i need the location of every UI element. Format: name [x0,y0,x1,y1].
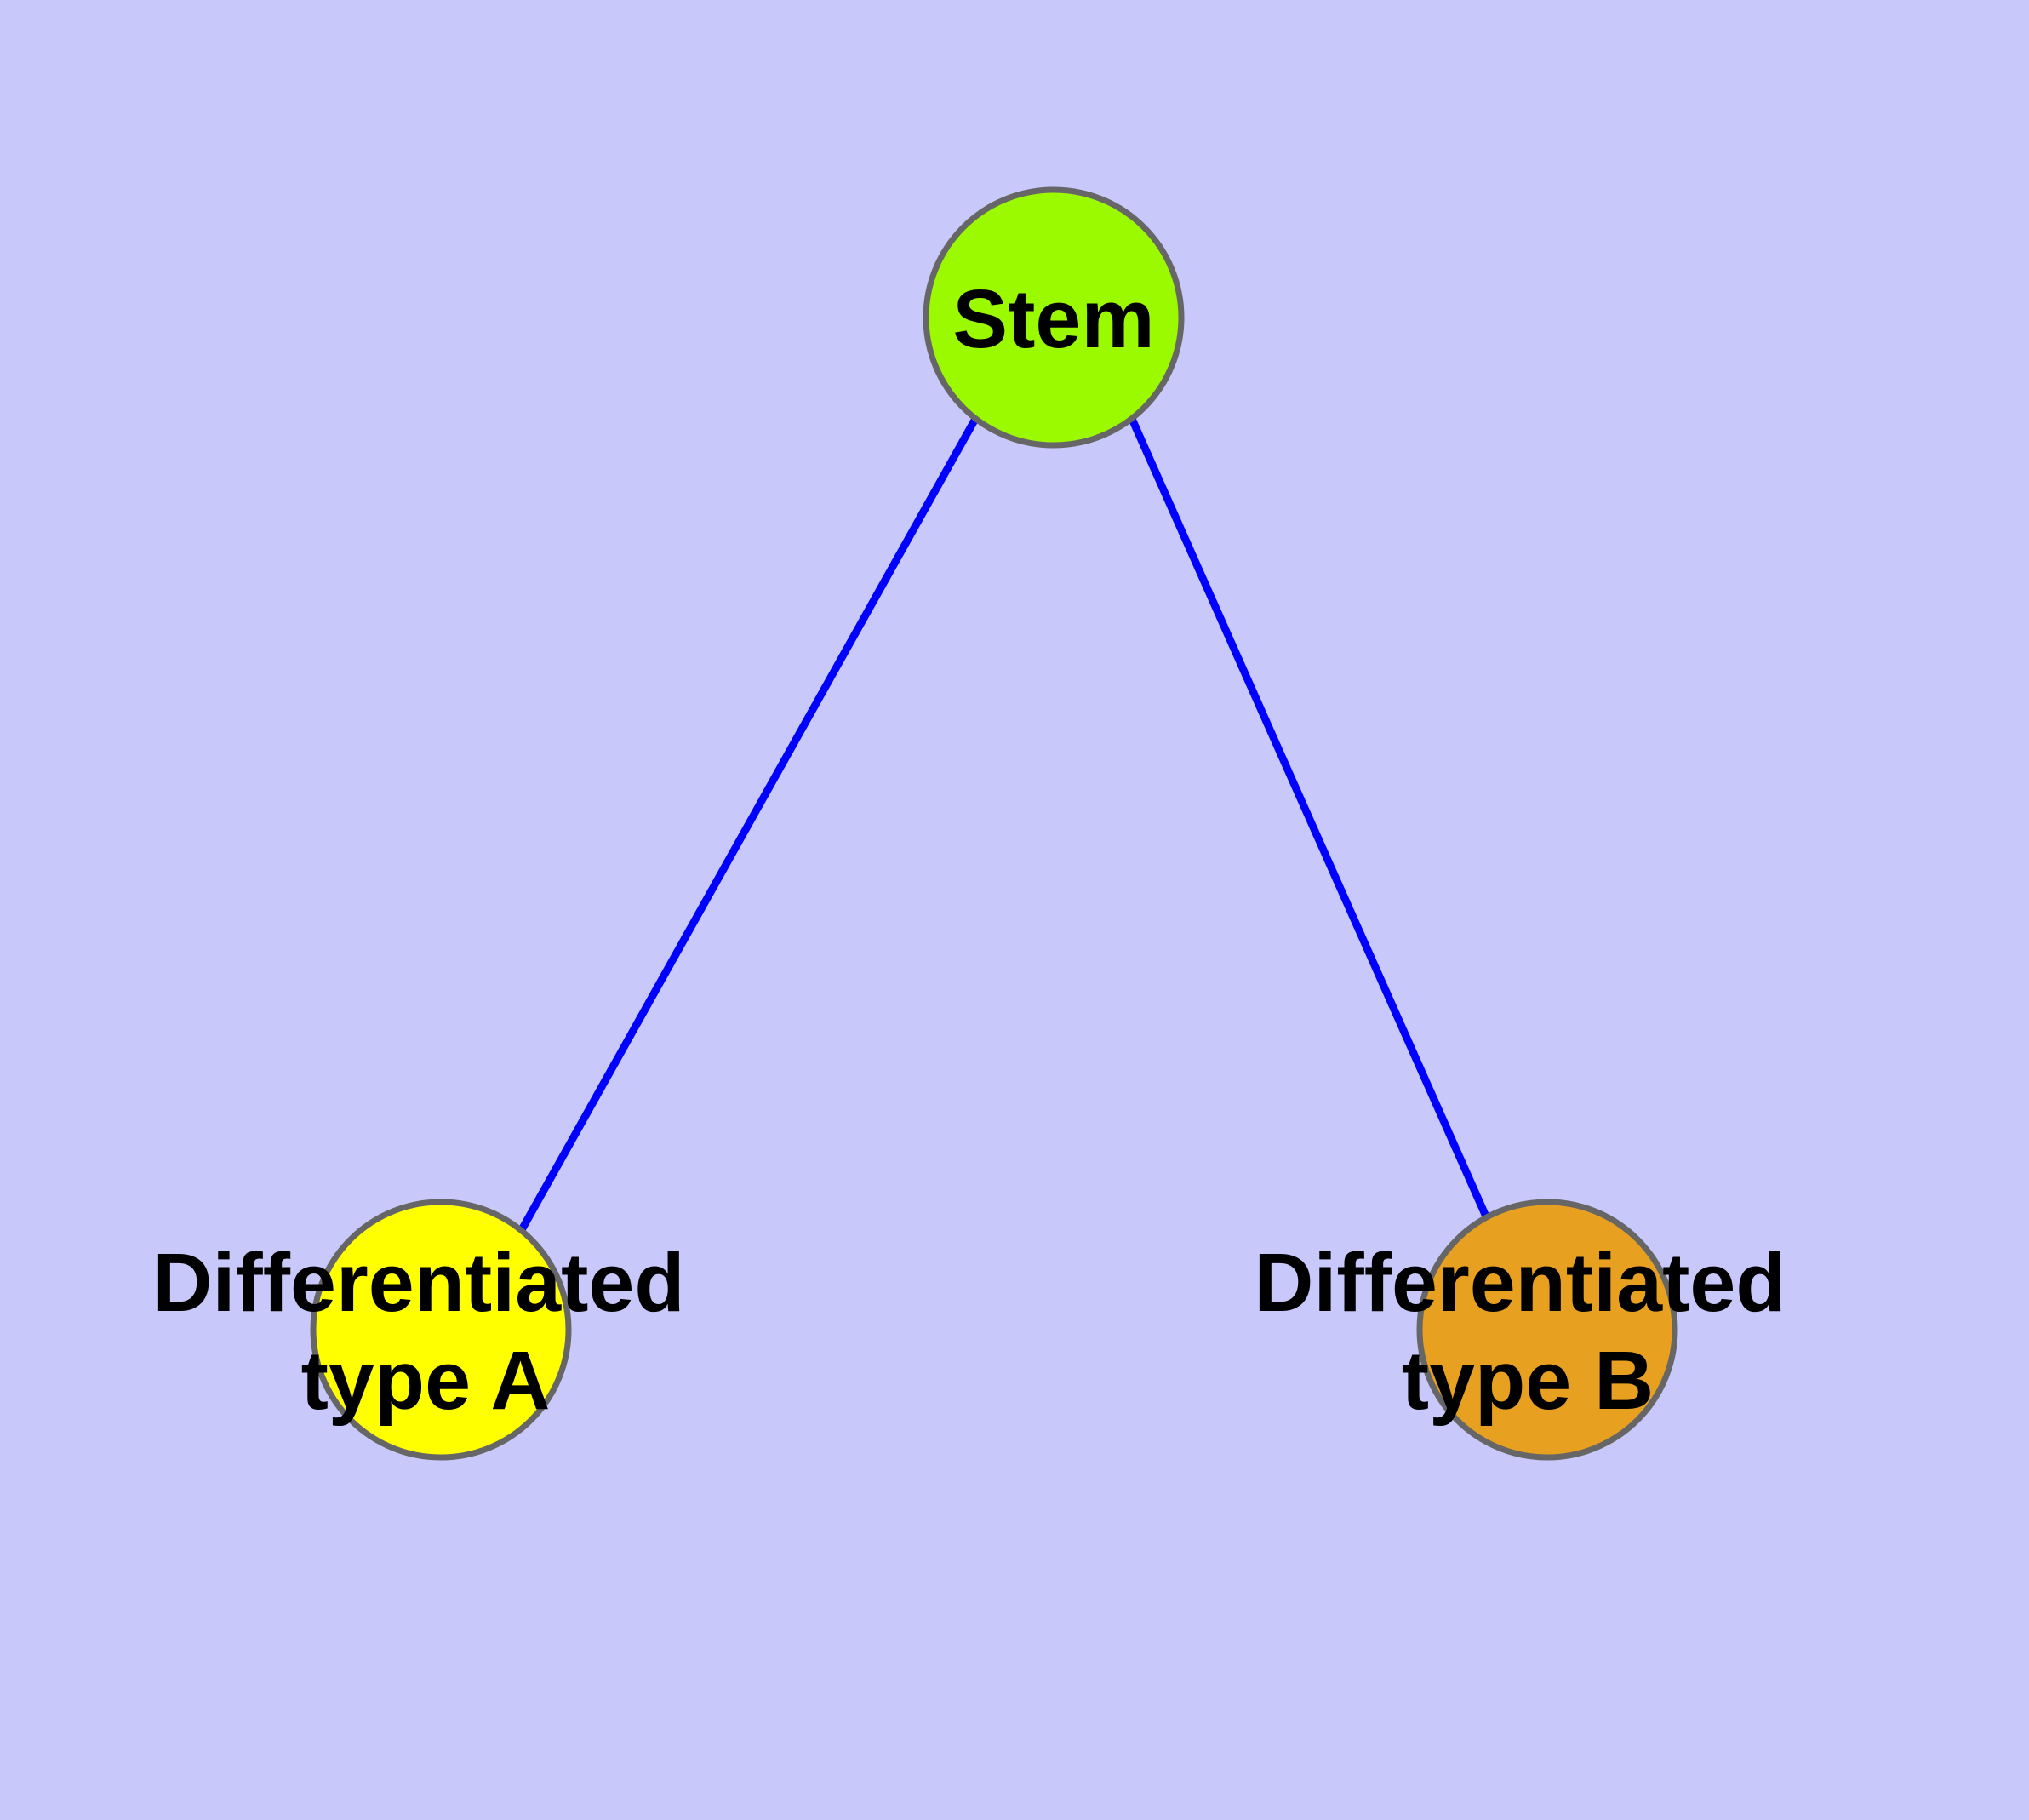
differentiated-type-b-node-label-line1: Differentiated [1254,1236,1786,1329]
differentiated-type-a-node-label-line1: Differentiated [152,1236,684,1329]
node-stem[interactable]: Stem [923,186,1185,449]
edge-stem-to-differentiated-type-a[interactable] [516,416,979,1237]
differentiated-type-a-node-circle[interactable] [310,1199,572,1461]
edge-layer [516,416,1494,1237]
stem-node-circle[interactable] [923,186,1185,449]
node-differentiated-type-b[interactable]: Differentiated type B [1254,1199,1786,1461]
differentiated-type-b-node-circle[interactable] [1416,1199,1678,1461]
differentiated-type-a-node-label-line2: type A [301,1334,551,1427]
differentiated-type-b-node-label-line2: type B [1402,1334,1654,1427]
node-differentiated-type-a[interactable]: Differentiated type A [152,1199,685,1461]
stem-node-label: Stem [952,272,1154,365]
edge-stem-to-differentiated-type-b[interactable] [1128,417,1494,1226]
